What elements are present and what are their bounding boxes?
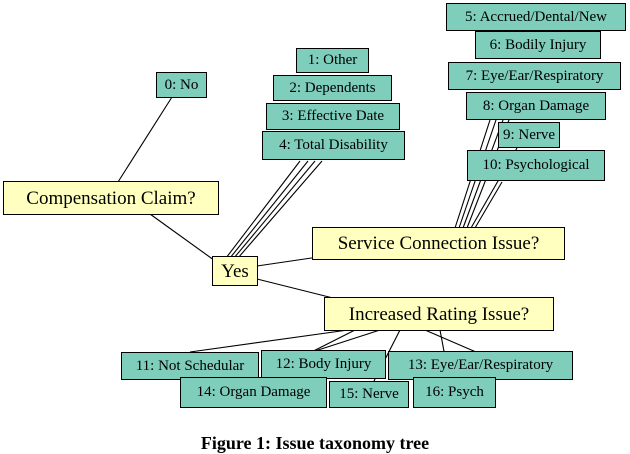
leaf-2-dependents: 2: Dependents: [273, 75, 392, 101]
leaf-7-eye-ear-respiratory: 7: Eye/Ear/Respiratory: [448, 62, 621, 90]
node-compensation-claim: Compensation Claim?: [3, 181, 219, 215]
leaf-13-eye-ear-respiratory: 13: Eye/Ear/Respiratory: [388, 351, 573, 380]
leaf-3-effective-date: 3: Effective Date: [266, 103, 400, 130]
leaf-11-not-schedular: 11: Not Schedular: [121, 352, 259, 380]
figure-caption: Figure 1: Issue taxonomy tree: [200, 433, 430, 453]
leaf-15-nerve: 15: Nerve: [329, 381, 409, 408]
leaf-14-organ-damage: 14: Organ Damage: [180, 377, 327, 408]
leaf-4-total-disability: 4: Total Disability: [262, 131, 405, 160]
node-root-yes: Yes: [212, 256, 258, 286]
leaf-1-other: 1: Other: [296, 48, 369, 73]
leaf-6-bodily-injury: 6: Bodily Injury: [475, 31, 601, 59]
node-service-connection-issue: Service Connection Issue?: [312, 227, 565, 260]
leaf-5-accrued-dental-new: 5: Accrued/Dental/New: [446, 3, 626, 31]
leaf-12-body-injury: 12: Body Injury: [261, 350, 386, 379]
leaf-9-nerve: 9: Nerve: [498, 122, 560, 148]
leaf-10-psychological: 10: Psychological: [467, 150, 605, 181]
leaf-16-psych: 16: Psych: [413, 377, 496, 408]
leaf-8-organ-damage: 8: Organ Damage: [466, 92, 606, 120]
leaf-0-no: 0: No: [156, 72, 207, 98]
node-increased-rating-issue: Increased Rating Issue?: [324, 297, 554, 331]
